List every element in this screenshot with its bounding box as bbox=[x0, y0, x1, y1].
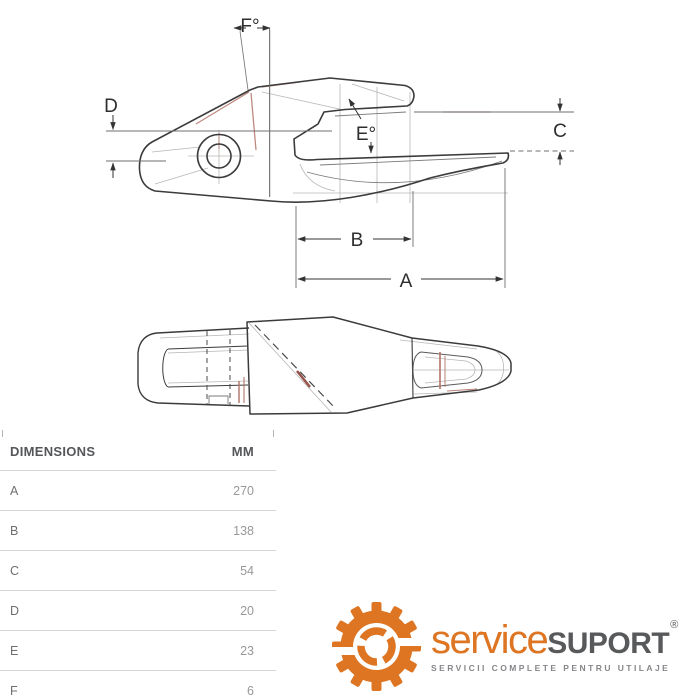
table-row: B 138 bbox=[0, 510, 276, 550]
dimension-label-c: C bbox=[553, 121, 567, 142]
row-value: 23 bbox=[240, 643, 254, 658]
logo-text-suport: SUPORT bbox=[547, 627, 670, 660]
pin-hole-inner bbox=[206, 143, 232, 169]
table-border-stub-right bbox=[273, 430, 274, 437]
dimension-annotations bbox=[106, 25, 574, 288]
col-header-dimensions: DIMENSIONS bbox=[10, 444, 96, 459]
table-header-row: DIMENSIONS MM bbox=[0, 433, 276, 470]
table-border-stub-left bbox=[2, 430, 3, 437]
row-value: 54 bbox=[240, 563, 254, 578]
top-view bbox=[137, 316, 512, 415]
adapter-top-outline bbox=[246, 316, 512, 415]
registered-trademark-icon: ® bbox=[670, 619, 679, 631]
table-row: F 6 bbox=[0, 670, 276, 700]
red-accent-lines bbox=[195, 81, 491, 151]
row-label: C bbox=[10, 563, 20, 578]
dim-E-arrows bbox=[348, 98, 374, 154]
row-value: 6 bbox=[247, 683, 254, 698]
row-label: A bbox=[10, 483, 19, 498]
table-row: A 270 bbox=[0, 470, 276, 510]
pin-hole-outer bbox=[196, 133, 242, 179]
row-value: 20 bbox=[240, 603, 254, 618]
row-label: B bbox=[10, 523, 19, 538]
dimension-label-d: D bbox=[104, 96, 118, 117]
dimension-label-a: A bbox=[400, 271, 413, 292]
row-value: 138 bbox=[233, 523, 254, 538]
side-view bbox=[138, 30, 510, 203]
dimension-label-e: E° bbox=[356, 124, 376, 145]
row-value: 270 bbox=[233, 483, 254, 498]
col-header-mm: MM bbox=[231, 444, 254, 459]
row-label: F bbox=[10, 683, 18, 698]
row-label: E bbox=[10, 643, 19, 658]
technical-drawing: F° D E° C B A bbox=[104, 16, 574, 415]
dimension-label-f: F° bbox=[240, 16, 259, 37]
adapter-side-outline bbox=[138, 77, 510, 203]
shank-outline bbox=[137, 327, 250, 407]
dimension-label-b: B bbox=[351, 230, 364, 251]
table-row: C 54 bbox=[0, 550, 276, 590]
row-label: D bbox=[10, 603, 20, 618]
red-accent-lines-top bbox=[238, 352, 478, 403]
table-row: D 20 bbox=[0, 590, 276, 630]
fork-slot bbox=[412, 351, 483, 389]
dimensions-table: DIMENSIONS MM A 270 B 138 C 54 D 20 E 23… bbox=[0, 433, 276, 700]
gear-refresh-icon bbox=[331, 602, 422, 691]
logo-tagline: SERVICII COMPLETE PENTRU UTILAJE bbox=[431, 663, 671, 673]
table-row: E 23 bbox=[0, 630, 276, 670]
logo-text-service: service bbox=[431, 618, 549, 662]
